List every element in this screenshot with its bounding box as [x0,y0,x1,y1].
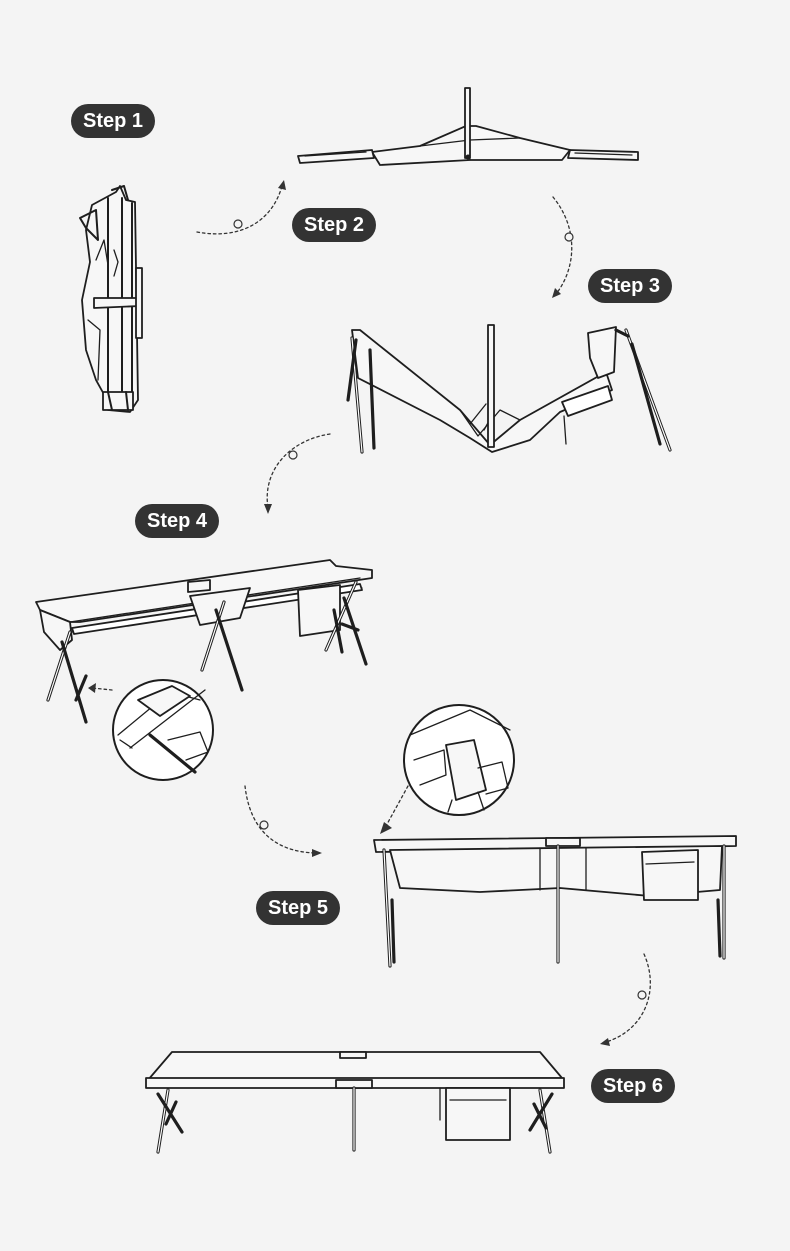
step5-cot-tensioning [373,704,737,968]
flow-arrows [196,180,651,1046]
step-3-badge: Step 3 [588,269,673,303]
step1-folded-cot [79,185,143,413]
step4-cot-with-legs [35,559,373,781]
step6-finished-cot [145,1051,565,1154]
step-1-badge: Step 1 [71,104,156,138]
step2-unfolded-cot [297,87,639,166]
step-6-badge: Step 6 [591,1069,676,1103]
step-4-badge: Step 4 [135,504,220,538]
step-5-badge: Step 5 [256,891,341,925]
step-2-badge: Step 2 [292,208,377,242]
step3-opening-cot [346,324,672,454]
